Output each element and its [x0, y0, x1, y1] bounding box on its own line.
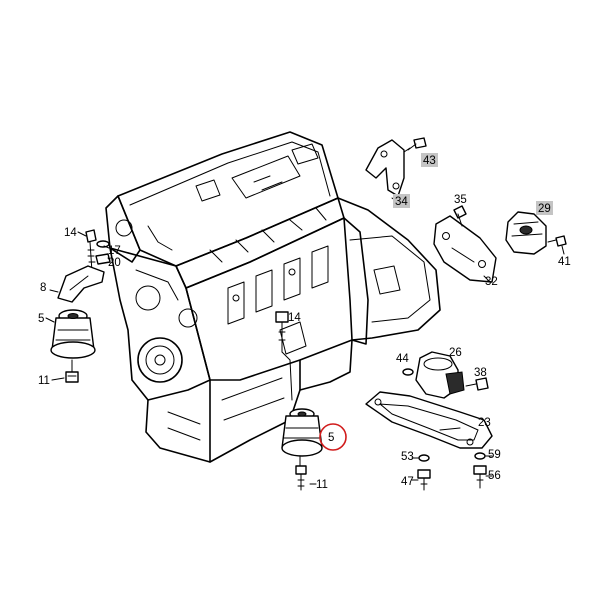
transmission-mount-group [505, 211, 567, 255]
callout-box-43 [421, 153, 438, 167]
label-23: 23 [478, 417, 491, 429]
crossmember-23 [365, 391, 493, 449]
label-38: 38 [474, 367, 487, 379]
bolt-11-left [65, 359, 79, 383]
upper-bracket-group [365, 137, 427, 205]
bracket-32 [433, 215, 497, 283]
label-44: 44 [396, 353, 409, 365]
bolt-11-center [295, 465, 307, 491]
rear-mount-group [402, 351, 489, 399]
label-35: 35 [454, 194, 467, 206]
callout-box-29 [536, 201, 553, 215]
bracket-34 [365, 139, 405, 197]
engine-block [105, 131, 441, 463]
label-56: 56 [488, 470, 501, 482]
label-41: 41 [558, 256, 571, 268]
label-59: 59 [488, 449, 501, 461]
part-number-labels: 5 8 11 14 17 20 14 5 11 43 34 35 29 41 3… [38, 155, 571, 491]
bolt-41 [547, 235, 567, 255]
callout-box-34 [393, 194, 410, 208]
label-11-left: 11 [38, 375, 50, 387]
bolt-43 [403, 137, 427, 153]
label-14-left: 14 [64, 227, 77, 239]
label-47: 47 [401, 476, 414, 488]
bolt-35 [453, 205, 467, 227]
right-bracket-group [433, 205, 497, 283]
left-mount-group [45, 229, 111, 383]
washer-17 [96, 240, 110, 248]
label-29: 29 [538, 203, 551, 215]
bolt-38 [465, 377, 489, 391]
label-26: 26 [449, 347, 462, 359]
center-mount-group [275, 311, 347, 491]
label-17: 17 [108, 245, 121, 257]
washer-44 [402, 368, 414, 376]
label-14-center: 14 [288, 312, 301, 324]
label-32: 32 [485, 276, 498, 288]
label-5-left: 5 [38, 313, 44, 325]
washer-53 [418, 454, 430, 462]
bottom-hardware [411, 452, 493, 491]
engine-mount-5-center [281, 408, 323, 467]
label-11-center: 11 [316, 479, 328, 491]
label-5-center: 5 [328, 432, 334, 444]
label-8: 8 [40, 282, 46, 294]
bracket-8 [57, 265, 105, 303]
highlight-circle [319, 423, 347, 451]
label-34: 34 [395, 196, 408, 208]
nut-20 [95, 253, 111, 265]
bolt-47 [417, 469, 431, 491]
label-53: 53 [401, 451, 414, 463]
engine-mount-5-left [50, 309, 96, 359]
label-20: 20 [108, 257, 121, 269]
washer-59 [474, 452, 486, 460]
label-43: 43 [423, 155, 436, 167]
bolt-14-center [275, 311, 293, 401]
bolt-56 [473, 465, 487, 489]
